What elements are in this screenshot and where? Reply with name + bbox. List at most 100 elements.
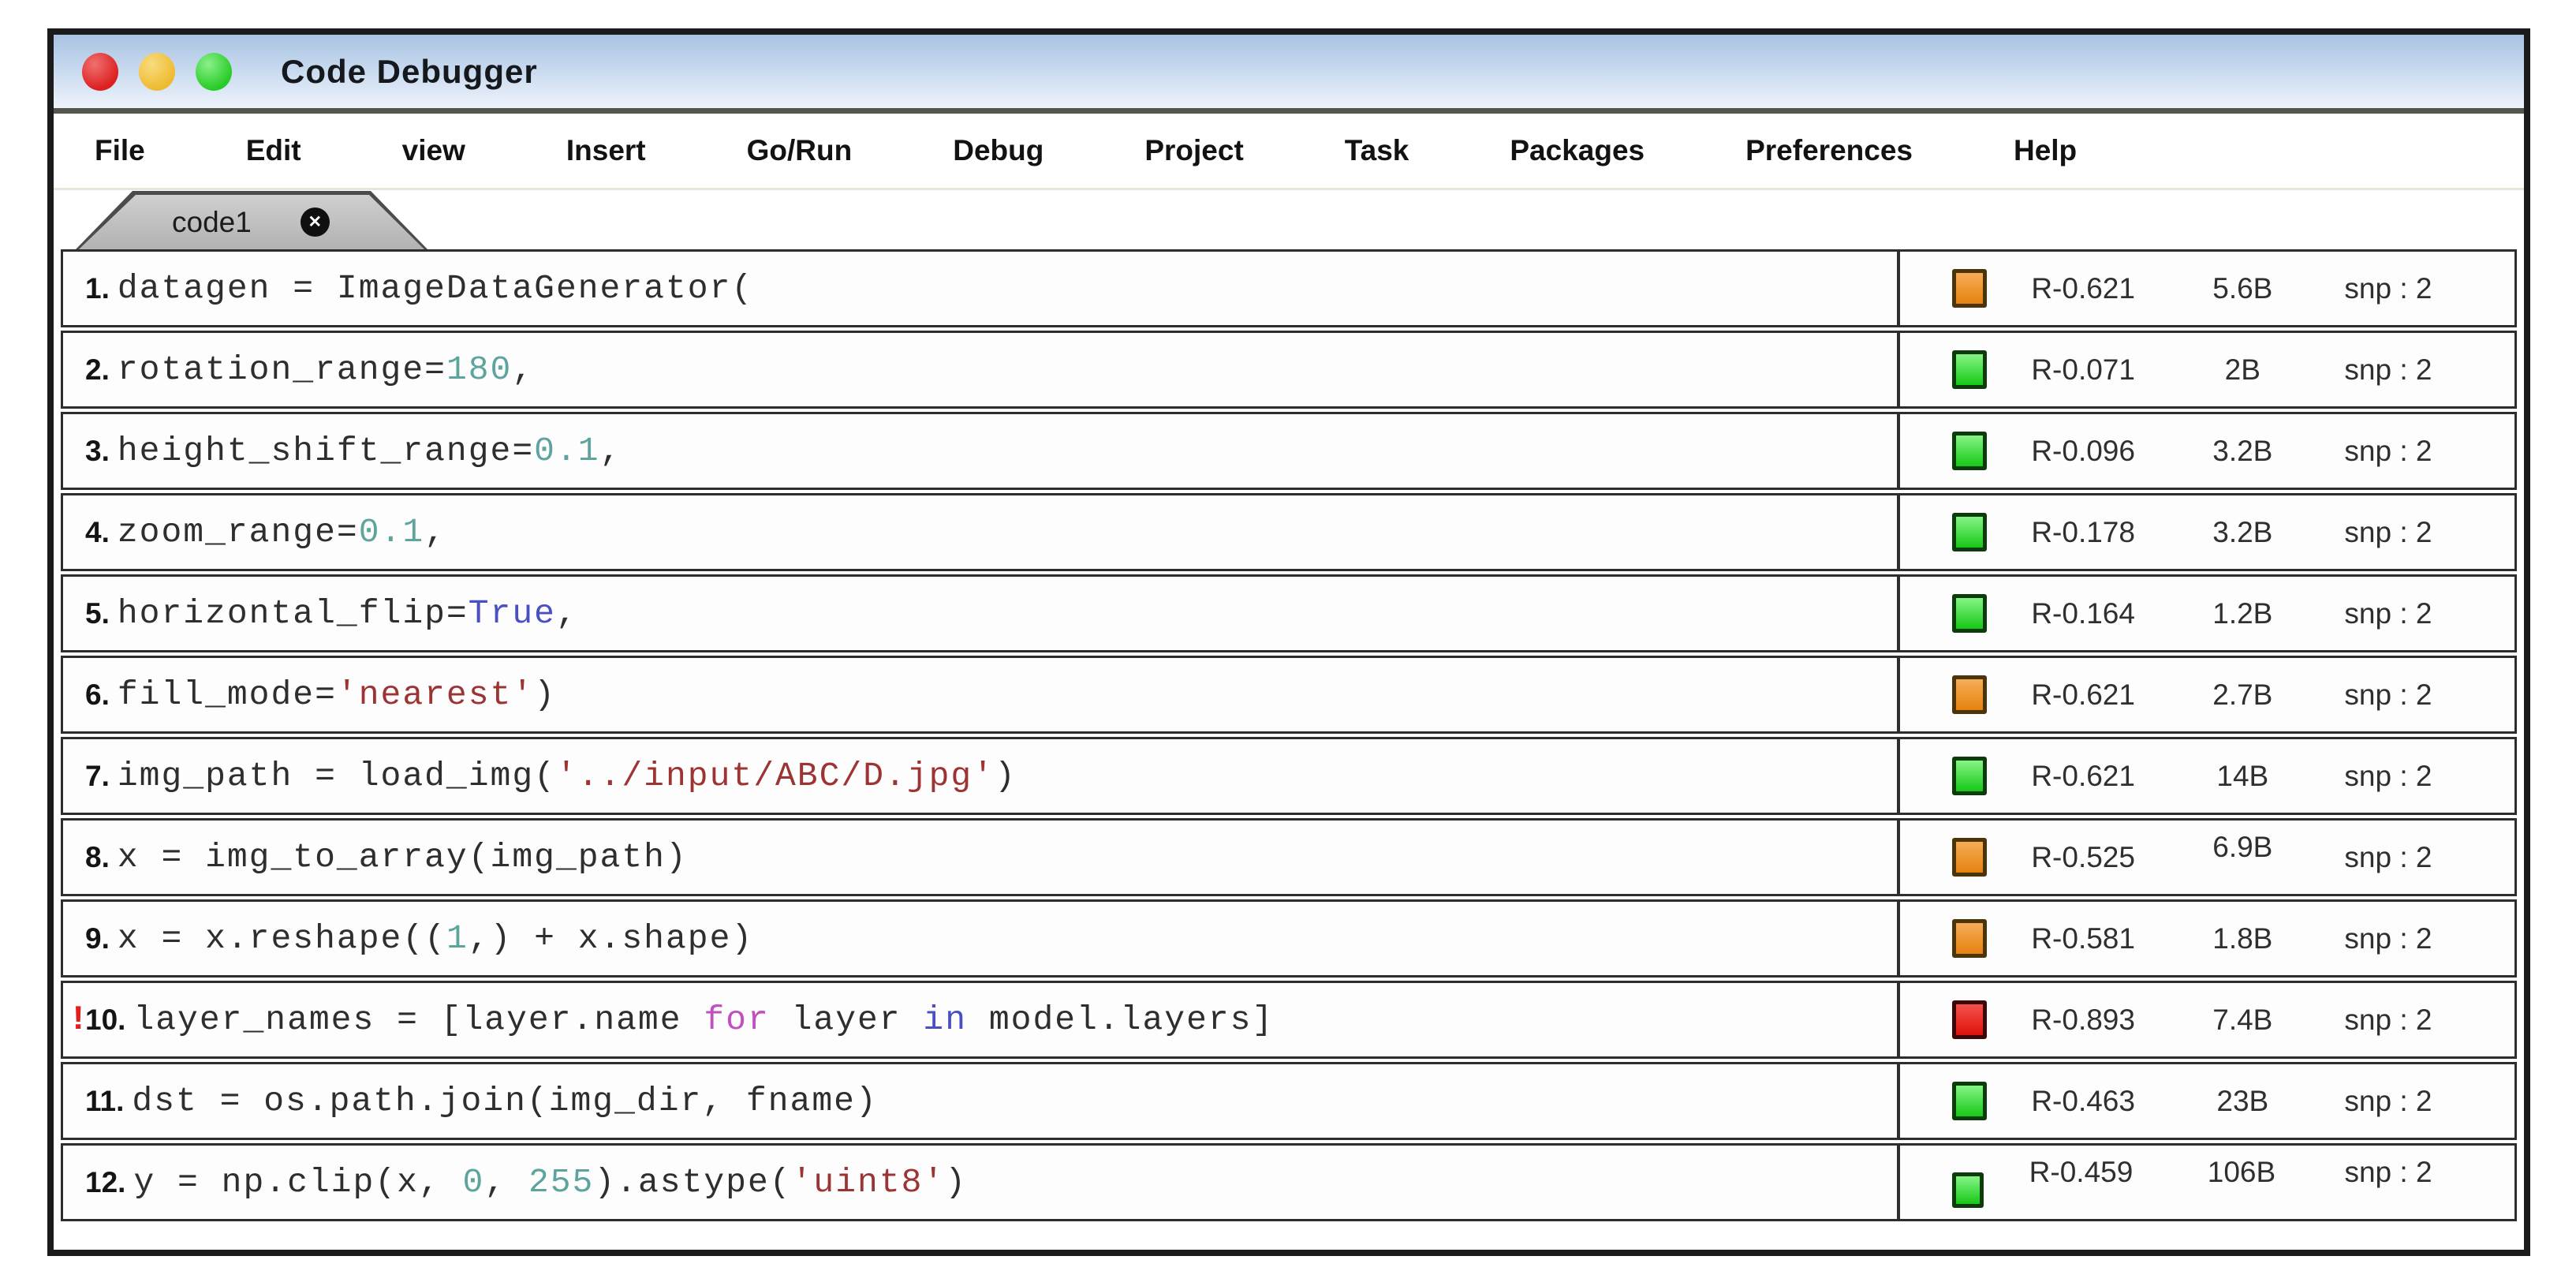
code-text: rotation_range=180, — [117, 350, 535, 389]
code-cell[interactable]: 4. zoom_range=0.1, — [63, 495, 1897, 569]
size-value: 6.9B — [2212, 830, 2273, 863]
code-text: layer_names = [layer.name for layer in m… — [133, 1000, 1275, 1039]
status-cell: R-0.096 3.2B snp : 2 — [1897, 414, 2514, 488]
code-cell[interactable]: 1. datagen = ImageDataGenerator( — [63, 252, 1897, 325]
code-row[interactable]: 9. x = x.reshape((1,) + x.shape) R-0.581… — [61, 899, 2517, 978]
status-cell: R-0.071 2B snp : 2 — [1897, 333, 2514, 406]
code-cell[interactable]: 8. x = img_to_array(img_path) — [63, 821, 1897, 894]
menu-item-edit[interactable]: Edit — [245, 134, 301, 166]
status-indicator[interactable] — [1952, 1082, 1987, 1120]
status-cell: R-0.893 7.4B snp : 2 — [1897, 983, 2514, 1056]
tab-row: code1 ✕ — [54, 188, 2524, 249]
code-row[interactable]: 11. dst = os.path.join(img_dir, fname) R… — [61, 1062, 2517, 1140]
code-cell[interactable]: 2. rotation_range=180, — [63, 333, 1897, 406]
snp-value: snp : 2 — [2344, 1155, 2432, 1188]
code-row[interactable]: 4. zoom_range=0.1, R-0.178 3.2B snp : 2 — [61, 493, 2517, 571]
line-number: 1. — [85, 271, 110, 305]
close-button[interactable] — [82, 52, 118, 91]
status-indicator[interactable] — [1952, 269, 1987, 308]
snp-value: snp : 2 — [2344, 678, 2432, 711]
size-value: 106B — [2207, 1155, 2276, 1188]
r-value: R-0.071 — [2031, 353, 2135, 386]
status-cell: R-0.459 106B snp : 2 — [1897, 1146, 2514, 1219]
code-row[interactable]: 5. horizontal_flip=True, R-0.164 1.2B sn… — [61, 574, 2517, 652]
tab-close-icon[interactable]: ✕ — [300, 207, 330, 237]
code-cell[interactable]: 11. dst = os.path.join(img_dir, fname) — [63, 1064, 1897, 1138]
status-cell: R-0.621 5.6B snp : 2 — [1897, 252, 2514, 325]
line-number: 12. — [85, 1165, 126, 1198]
window-title: Code Debugger — [281, 52, 538, 90]
line-number: 8. — [85, 840, 110, 873]
snp-value: snp : 2 — [2344, 922, 2432, 955]
menu-item-insert[interactable]: Insert — [566, 134, 646, 166]
tab-label: code1 — [172, 205, 252, 238]
line-number: 5. — [85, 596, 110, 630]
code-row[interactable]: 2. rotation_range=180, R-0.071 2B snp : … — [61, 331, 2517, 409]
minimize-button[interactable] — [139, 52, 175, 91]
alert-icon: ! — [68, 1000, 89, 1040]
r-value: R-0.459 — [2029, 1155, 2134, 1188]
r-value: R-0.164 — [2031, 596, 2135, 630]
code-cell[interactable]: 3. height_shift_range=0.1, — [63, 414, 1897, 488]
menu-item-task[interactable]: Task — [1344, 134, 1409, 166]
menu-item-file[interactable]: File — [95, 134, 145, 166]
status-indicator[interactable] — [1952, 513, 1987, 551]
size-value: 5.6B — [2212, 271, 2273, 305]
code-cell[interactable]: 5. horizontal_flip=True, — [63, 577, 1897, 650]
status-indicator[interactable] — [1952, 757, 1987, 795]
menu-item-go-run[interactable]: Go/Run — [746, 134, 853, 166]
code-rows: 1. datagen = ImageDataGenerator( R-0.621… — [54, 249, 2524, 1250]
size-value: 2.7B — [2212, 678, 2273, 711]
code-cell[interactable]: 10. layer_names = [layer.name for layer … — [63, 983, 1897, 1056]
status-indicator[interactable] — [1952, 675, 1987, 714]
menu-item-help[interactable]: Help — [2013, 134, 2078, 166]
line-number: 2. — [85, 353, 110, 386]
code-text: img_path = load_img('../input/ABC/D.jpg'… — [117, 757, 1017, 795]
code-text: height_shift_range=0.1, — [117, 432, 622, 470]
code-row[interactable]: 1. datagen = ImageDataGenerator( R-0.621… — [61, 249, 2517, 327]
status-cell: R-0.621 2.7B snp : 2 — [1897, 658, 2514, 731]
code-row[interactable]: 6. fill_mode='nearest') R-0.621 2.7B snp… — [61, 656, 2517, 734]
zoom-button[interactable] — [196, 52, 232, 91]
menu-item-debug[interactable]: Debug — [953, 134, 1044, 166]
code-row[interactable]: 12. y = np.clip(x, 0, 255).astype('uint8… — [61, 1143, 2517, 1221]
r-value: R-0.581 — [2031, 922, 2135, 955]
status-indicator[interactable] — [1952, 919, 1987, 958]
size-value: 2B — [2224, 353, 2261, 386]
status-indicator[interactable] — [1952, 432, 1987, 470]
code-text: dst = os.path.join(img_dir, fname) — [132, 1082, 878, 1120]
tab-code1[interactable]: code1 ✕ — [76, 191, 427, 249]
status-indicator[interactable] — [1952, 838, 1987, 877]
status-indicator[interactable] — [1952, 1172, 1984, 1208]
code-text: horizontal_flip=True, — [117, 594, 578, 633]
title-bar: Code Debugger — [54, 35, 2524, 114]
code-text: datagen = ImageDataGenerator( — [117, 269, 754, 308]
status-indicator[interactable] — [1952, 1000, 1987, 1039]
snp-value: snp : 2 — [2344, 1084, 2432, 1117]
snp-value: snp : 2 — [2344, 759, 2432, 792]
snp-value: snp : 2 — [2344, 1003, 2432, 1036]
status-cell: R-0.178 3.2B snp : 2 — [1897, 495, 2514, 569]
r-value: R-0.463 — [2031, 1084, 2135, 1117]
r-value: R-0.621 — [2031, 759, 2135, 792]
line-number: 3. — [85, 434, 110, 467]
r-value: R-0.893 — [2031, 1003, 2135, 1036]
code-cell[interactable]: 12. y = np.clip(x, 0, 255).astype('uint8… — [63, 1146, 1897, 1219]
line-number: 9. — [85, 922, 110, 955]
menu-item-packages[interactable]: Packages — [1510, 134, 1645, 166]
status-cell: R-0.581 1.8B snp : 2 — [1897, 902, 2514, 975]
snp-value: snp : 2 — [2344, 271, 2432, 305]
code-row[interactable]: 8. x = img_to_array(img_path) R-0.525 6.… — [61, 818, 2517, 896]
code-cell[interactable]: 7. img_path = load_img('../input/ABC/D.j… — [63, 739, 1897, 813]
menu-item-project[interactable]: Project — [1144, 134, 1244, 166]
menu-item-view[interactable]: view — [401, 134, 465, 166]
code-row[interactable]: 3. height_shift_range=0.1, R-0.096 3.2B … — [61, 412, 2517, 490]
status-indicator[interactable] — [1952, 350, 1987, 389]
code-cell[interactable]: 6. fill_mode='nearest') — [63, 658, 1897, 731]
code-text: x = img_to_array(img_path) — [117, 838, 688, 877]
code-row[interactable]: 10. layer_names = [layer.name for layer … — [61, 981, 2517, 1059]
code-row[interactable]: 7. img_path = load_img('../input/ABC/D.j… — [61, 737, 2517, 815]
menu-item-preferences[interactable]: Preferences — [1745, 134, 1913, 166]
status-indicator[interactable] — [1952, 594, 1987, 633]
code-cell[interactable]: 9. x = x.reshape((1,) + x.shape) — [63, 902, 1897, 975]
